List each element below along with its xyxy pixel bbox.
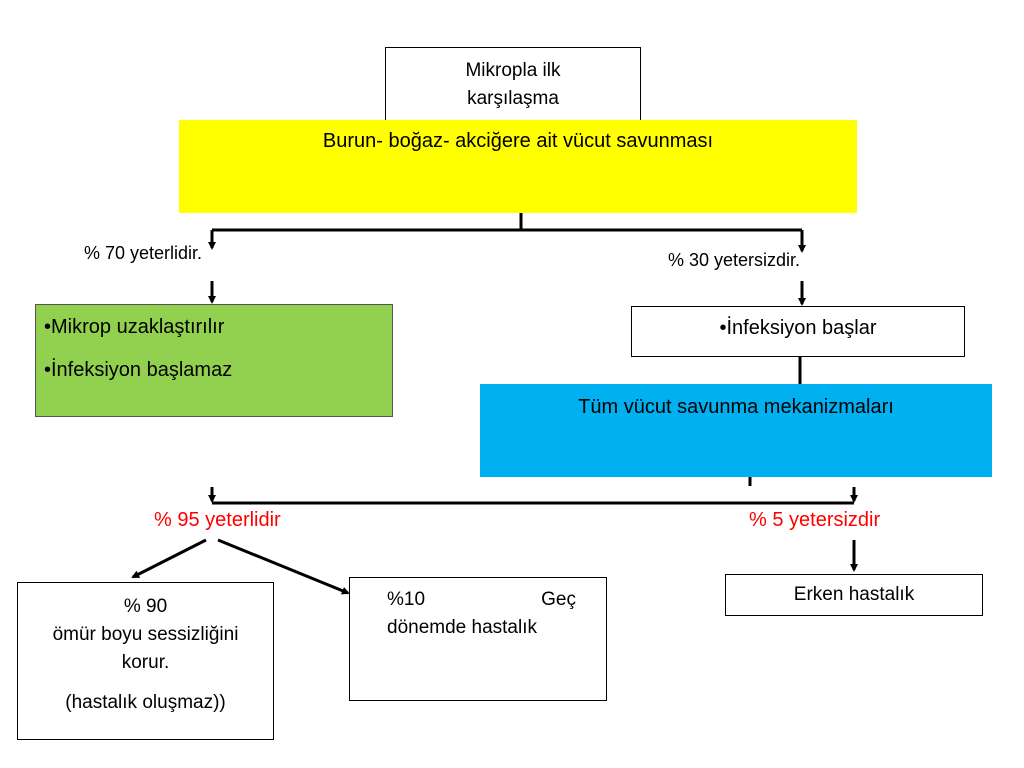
upper-defense-box: Burun- boğaz- akciğere ait vücut savunma…	[179, 120, 857, 213]
arrow-to-box-10	[217, 538, 350, 595]
box-90-line1: % 90	[123, 596, 168, 617]
box-10-word2: Geç	[541, 589, 576, 610]
box-90-line4: (hastalık oluşmaz))	[65, 692, 226, 713]
body-defense-text: Tüm vücut savunma mekanizmaları	[578, 396, 894, 418]
red-right-label: % 5 yetersizdir	[749, 509, 881, 531]
box-90-line2: ömür boyu sessizliğini	[52, 624, 239, 645]
green-outcome-box: •Mikrop uzaklaştırılır •İnfeksiyon başla…	[35, 304, 393, 417]
first-contact-line1: Mikropla ilk	[465, 60, 561, 81]
box-10-word1: %10	[387, 589, 426, 610]
first-contact-line2: karşılaşma	[467, 88, 559, 109]
infection-text: •İnfeksiyon başlar	[719, 317, 877, 339]
first-contact-box: Mikropla ilk karşılaşma	[385, 47, 641, 123]
box-10: %10 Geç dönemde hastalık	[349, 577, 607, 701]
left-upper-label: % 70 yeterlidir.	[84, 243, 203, 263]
right-upper-label: % 30 yetersizdir.	[668, 250, 801, 270]
infection-box: •İnfeksiyon başlar	[631, 306, 965, 357]
green-item-2: •İnfeksiyon başlamaz	[44, 359, 233, 381]
early-disease-text: Erken hastalık	[793, 584, 915, 605]
early-disease-box: Erken hastalık	[725, 574, 983, 616]
upper-defense-text: Burun- boğaz- akciğere ait vücut savunma…	[322, 130, 714, 152]
arrow-to-box-90	[131, 538, 207, 579]
box-90: % 90 ömür boyu sessizliğini korur. (hast…	[17, 582, 274, 740]
green-item-1: •Mikrop uzaklaştırılır	[44, 316, 225, 338]
red-left-label: % 95 yeterlidir	[154, 509, 281, 531]
body-defense-box: Tüm vücut savunma mekanizmaları	[480, 384, 992, 477]
box-10-line2: dönemde hastalık	[387, 617, 537, 638]
box-90-line3: korur.	[121, 652, 170, 673]
